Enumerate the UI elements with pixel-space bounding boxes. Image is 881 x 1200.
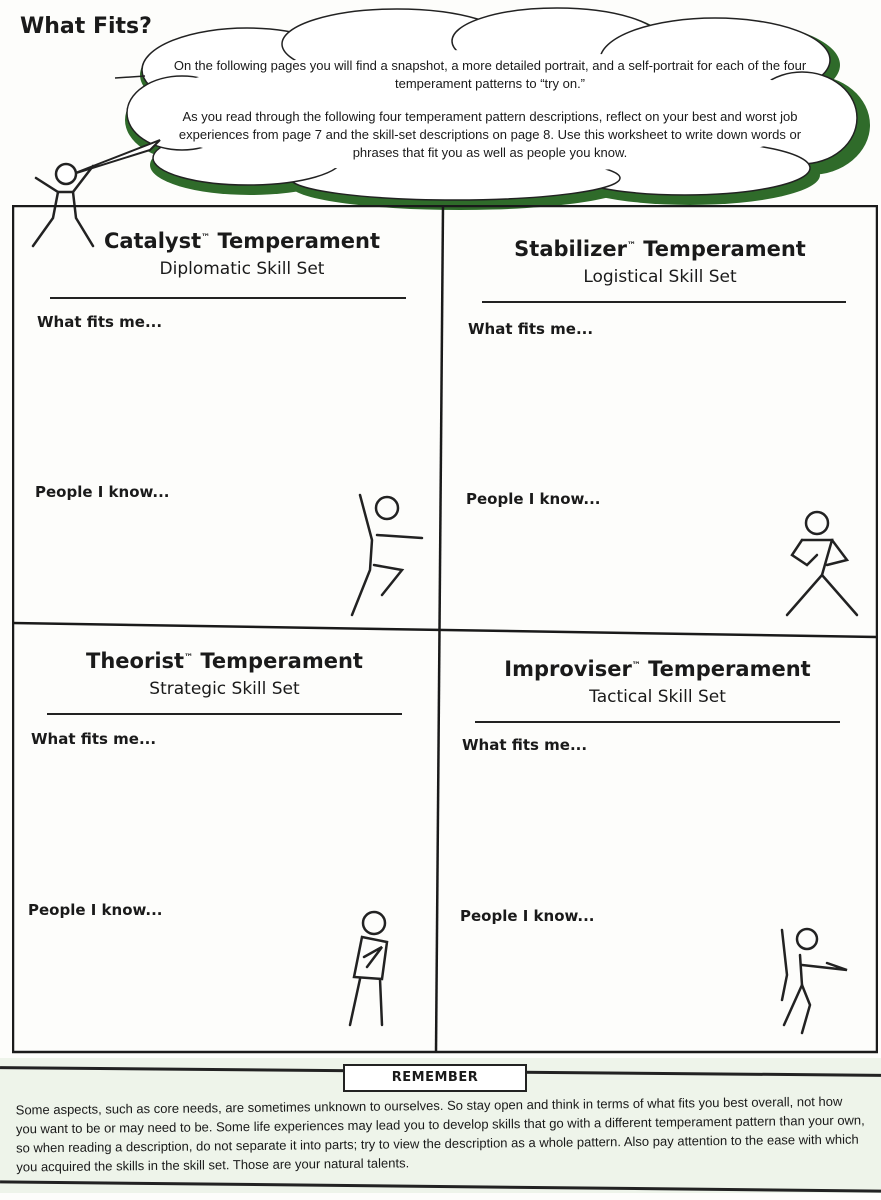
skill-set-label: Tactical Skill Set [589,687,726,707]
what-fits-me-label: What fits me... [462,736,588,754]
divider [482,301,846,303]
quadrant-catalyst: Catalyst™ Temperament Diplomatic Skill S… [12,205,442,625]
skill-set-label: Diplomatic Skill Set [159,259,325,279]
people-i-know-label: People I know... [35,483,170,501]
quadrant-title: Improviser™ Temperament [504,657,811,681]
quadrant-theorist: Theorist™ Temperament Strategic Skill Se… [12,625,437,1055]
quadrant-improviser: Improviser™ Temperament Tactical Skill S… [437,635,878,1055]
skill-set-label: Strategic Skill Set [149,679,300,699]
remember-title: REMEMBER [343,1064,527,1092]
what-fits-me-label: What fits me... [37,313,163,331]
quadrant-title: Theorist™ Temperament [86,649,363,673]
stick-figure-icon [348,910,389,1027]
thought-cloud [69,7,870,210]
divider [475,721,840,723]
remember-text: Some aspects, such as core needs, are so… [15,1093,865,1175]
quadrant-grid [12,205,878,1054]
people-i-know-label: People I know... [460,907,595,925]
quadrant-title: Stabilizer™ Temperament [514,237,806,261]
quadrant-stabilizer: Stabilizer™ Temperament Logistical Skill… [442,205,878,635]
divider [50,297,406,299]
what-fits-me-label: What fits me... [468,320,594,338]
intro-paragraph-2: As you read through the following four t… [178,109,802,160]
people-i-know-label: People I know... [28,901,163,919]
stick-figure-icon [780,927,848,1035]
stick-figure-icon [31,162,95,248]
skill-set-label: Logistical Skill Set [583,267,737,287]
people-i-know-label: People I know... [466,490,601,508]
intro-paragraph-1: On the following pages you will find a s… [173,58,807,91]
stick-figure-icon [350,493,424,617]
page-title: What Fits? [20,14,152,39]
what-fits-me-label: What fits me... [31,730,157,748]
divider [47,713,402,715]
quadrant-title: Catalyst™ Temperament [103,229,381,253]
stick-figure-icon [785,510,859,617]
